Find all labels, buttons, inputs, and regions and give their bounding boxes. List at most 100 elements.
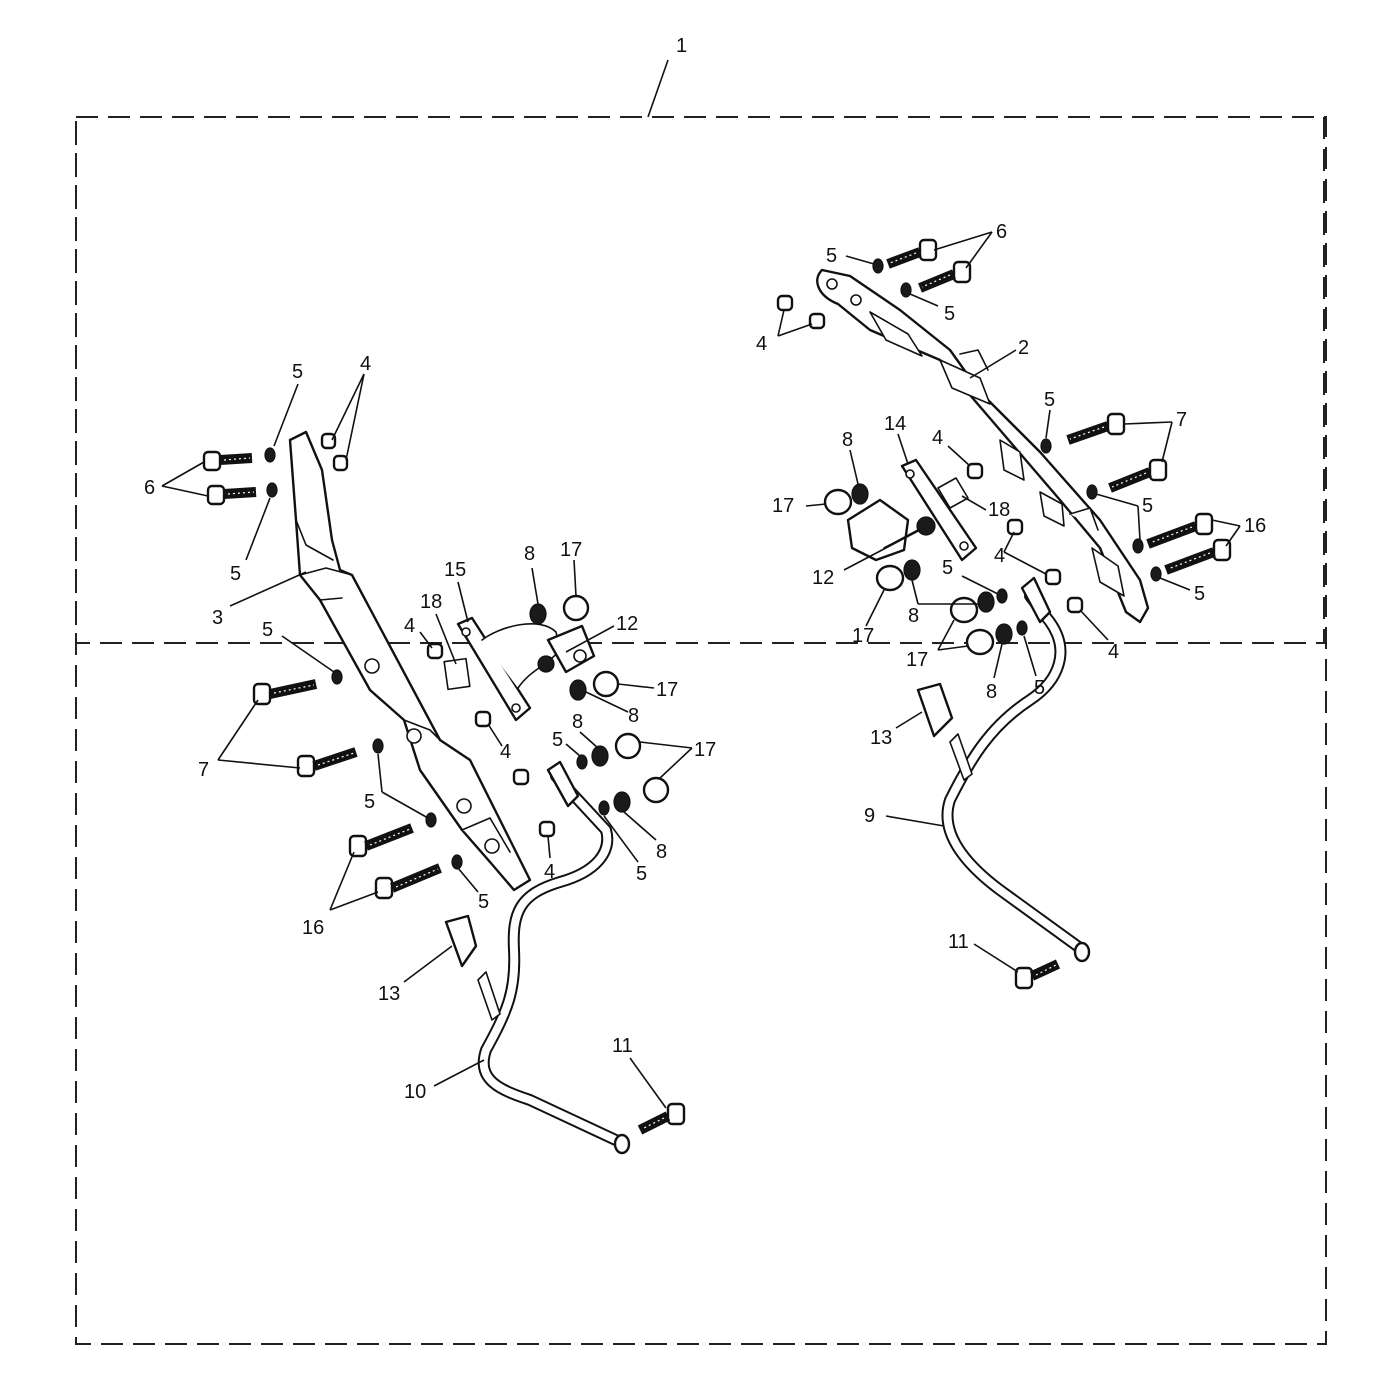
left-leader-5-c [281,635,335,673]
right-leader-5-c [1045,409,1051,439]
right-callout-5-b: 5 [944,303,955,325]
right-leader-11 [973,943,1019,973]
right-bolt-7-lower [1108,458,1168,493]
left-washer-5-b [266,482,278,498]
left-grommet-17-b [592,670,620,698]
left-rail-10 [477,760,631,1155]
kit-leader [647,59,669,118]
left-callout-7: 7 [198,759,209,781]
left-leader-17-a [573,559,577,597]
left-leader-6-b [161,485,209,497]
left-leader-4-a2 [345,373,365,461]
right-leader-12 [843,529,921,571]
right-washer-5-b [900,282,912,298]
right-grommet-17-c1 [949,596,979,624]
left-callout-16: 16 [302,917,324,939]
left-spacer-8-c [591,745,609,767]
right-callout-14: 14 [884,413,906,435]
right-leader-6-b [965,231,993,269]
right-callout-4-d: 4 [1108,641,1119,663]
right-leader-5-d2 [1137,505,1141,541]
left-leader-5-d [377,753,383,793]
left-callout-17-b: 17 [656,679,678,701]
right-bolt-6-upper [886,238,938,269]
right-washer-5-c [1040,438,1052,454]
right-spacer-4-b [966,462,984,480]
left-callout-6: 6 [144,477,155,499]
left-spacer-8-d [613,791,631,813]
left-leader-5-a [273,383,299,447]
left-callout-8-c: 8 [572,711,583,733]
left-leader-8-a [531,567,539,605]
right-callout-8-c: 8 [986,681,997,703]
left-leader-8-d [623,811,657,841]
right-spacer-8-a [851,483,869,505]
right-leader-8-a [849,449,859,485]
left-washer-5-f [576,754,588,770]
left-leader-3 [229,571,307,607]
left-spacer-8-b [569,679,587,701]
left-assembly: 5 4 6 5 3 5 7 5 16 5 15 18 4 8 17 12 17 … [144,353,716,1155]
right-leader-5-d [1095,493,1139,507]
right-leader-2 [969,349,1017,379]
left-bolt-16-lower [374,863,442,900]
left-spacer-8-a [529,603,547,625]
right-callout-4-a: 4 [756,333,767,355]
right-spacer-4-c1 [1006,518,1024,536]
left-grommet-17-c1 [614,732,642,760]
left-leader-7-b [217,759,301,769]
right-leader-9 [885,815,945,827]
right-callout-4-c: 4 [994,545,1005,567]
right-leader-17-c2 [937,645,969,651]
right-callout-5-f: 5 [942,557,953,579]
left-plate-15 [456,616,561,722]
right-washer-5-a [872,258,884,274]
right-leader-8-c [993,643,1003,679]
right-leader-5-f [961,575,999,595]
left-leader-4-c [487,723,503,747]
right-callout-8-b: 8 [908,605,919,627]
right-leader-6-a [933,231,993,251]
left-callout-4-c: 4 [500,741,511,763]
right-callout-17-a: 17 [772,495,794,517]
left-leader-8-c [579,731,599,749]
left-leader-6-a [161,461,205,487]
left-bolt-6-lower [206,484,257,506]
right-callout-7: 7 [1176,409,1187,431]
left-bolt-11 [637,1102,686,1135]
right-callout-4-b: 4 [932,427,943,449]
left-leader-16-b [329,891,379,911]
left-washer-5-d [372,738,384,754]
left-callout-10: 10 [404,1081,426,1103]
right-callout-13: 13 [870,727,892,749]
left-bolt-7-upper [252,679,318,706]
right-grommet-17-b [875,564,905,592]
left-leader-5-f [565,743,581,757]
left-callout-4-b: 4 [404,615,415,637]
right-plate-14 [846,458,978,562]
right-callout-5-d: 5 [1142,495,1153,517]
right-leader-17-b [865,589,885,627]
right-spacer-8-c1 [977,591,995,613]
left-callout-4-d: 4 [544,861,555,883]
left-bolt-16-upper [348,823,414,858]
left-callout-5-e: 5 [478,891,489,913]
right-callout-16: 16 [1244,515,1266,537]
right-spacer-4-c2 [1044,568,1062,586]
right-leader-7-a [1123,421,1173,425]
left-leader-5-g [603,815,639,863]
kit-border-frame [75,116,1327,1345]
left-callout-5-a: 5 [292,361,303,383]
left-callout-8-b: 8 [628,705,639,727]
right-callout-5-e: 5 [1194,583,1205,605]
right-leader-13 [895,711,923,729]
left-callout-11: 11 [612,1035,633,1057]
left-spacer-4-a1 [320,432,337,450]
left-callout-8-a: 8 [524,543,535,565]
right-leader-4-c2 [1003,551,1047,575]
left-leader-7-a [217,699,259,761]
right-spacer-8-b [903,559,921,581]
left-washer-5-e2 [451,854,463,870]
left-bracket [288,430,532,892]
